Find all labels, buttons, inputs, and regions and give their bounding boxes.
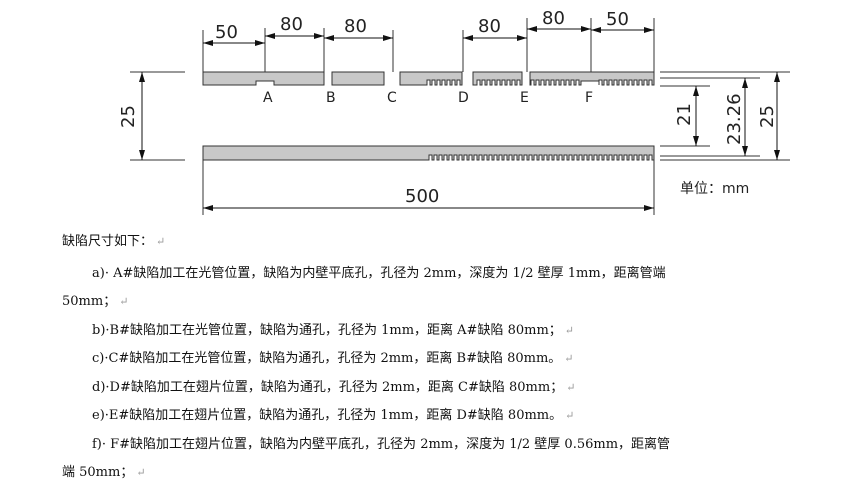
item-a-line2: 50mm；↵ xyxy=(62,294,128,310)
dim-80-ef: 80 xyxy=(542,8,565,29)
section-a xyxy=(202,71,325,86)
defect-label-e: E xyxy=(520,90,529,106)
item-c-text: c)·C#缺陷加工在光管位置，缺陷为通孔，孔径为 2mm，距离 B#缺陷 80m… xyxy=(92,351,562,366)
item-e-text: e)·E#缺陷加工在翅片位置，缺陷为通孔，孔径为 1mm，距离 D#缺陷 80m… xyxy=(92,408,563,423)
paragraph-mark: ↵ xyxy=(564,352,574,365)
item-b-text: b)·B#缺陷加工在光管位置，缺陷为通孔，孔径为 1mm，距离 A#缺陷 80m… xyxy=(92,323,562,338)
dimension-lines xyxy=(130,18,790,215)
item-d: d)·D#缺陷加工在翅片位置，缺陷为通孔，孔径为 2mm，距离 C#缺陷 80m… xyxy=(92,380,575,396)
item-f-line1: f)· F#缺陷加工在翅片位置，缺陷为内壁平底孔，孔径为 2mm，深度为 1/2… xyxy=(92,437,670,453)
defect-label-c: C xyxy=(387,90,397,106)
item-b: b)·B#缺陷加工在光管位置，缺陷为通孔，孔径为 1mm，距离 A#缺陷 80m… xyxy=(92,323,574,339)
item-d-text: d)·D#缺陷加工在翅片位置，缺陷为通孔，孔径为 2mm，距离 C#缺陷 80m… xyxy=(92,380,564,395)
paragraph-mark: ↵ xyxy=(156,235,166,248)
section-e xyxy=(472,71,523,86)
pipe-defect-diagram: 50 80 80 80 80 50 A B C D E F 25 21 23.2… xyxy=(118,8,790,215)
dim-23-26: 23.26 xyxy=(724,93,745,145)
dim-80-bc: 80 xyxy=(344,16,367,37)
dim-50-left: 50 xyxy=(215,22,238,43)
defect-label-f: F xyxy=(585,90,593,106)
unit-label: 单位：mm xyxy=(680,181,749,197)
item-e: e)·E#缺陷加工在翅片位置，缺陷为通孔，孔径为 1mm，距离 D#缺陷 80m… xyxy=(92,408,574,424)
item-a-line1: a)· A#缺陷加工在光管位置，缺陷为内壁平底孔，孔径为 2mm，深度为 1/2… xyxy=(92,266,666,282)
item-a-text: a)· A#缺陷加工在光管位置，缺陷为内壁平底孔，孔径为 2mm，深度为 1/2… xyxy=(92,266,666,281)
defect-label-a: A xyxy=(263,90,273,106)
dim-50-right: 50 xyxy=(606,9,629,30)
item-f-text: f)· F#缺陷加工在翅片位置，缺陷为内壁平底孔，孔径为 2mm，深度为 1/2… xyxy=(92,437,671,452)
paragraph-mark: ↵ xyxy=(136,466,146,479)
pipe-sections xyxy=(202,71,655,161)
defect-label-b: B xyxy=(326,90,336,106)
dim-80-de: 80 xyxy=(478,16,501,37)
dim-80-ab: 80 xyxy=(280,14,303,35)
section-f xyxy=(529,71,655,86)
item-f-line2: 端 50mm；↵ xyxy=(62,465,146,481)
item-c: c)·C#缺陷加工在光管位置，缺陷为通孔，孔径为 2mm，距离 B#缺陷 80m… xyxy=(92,351,574,367)
dim-25-right: 25 xyxy=(757,105,778,128)
paragraph-mark: ↵ xyxy=(119,295,129,308)
item-a-text-cont: 50mm； xyxy=(62,294,117,309)
dim-25-left: 25 xyxy=(118,105,139,128)
paragraph-mark: ↵ xyxy=(564,324,574,337)
item-f-text-cont: 端 50mm； xyxy=(62,465,134,480)
defect-label-d: D xyxy=(458,90,469,106)
section-b xyxy=(331,71,385,86)
paragraph-mark: ↵ xyxy=(566,381,576,394)
dim-21: 21 xyxy=(674,103,695,126)
section-d-left xyxy=(399,71,463,86)
paragraph-mark: ↵ xyxy=(565,409,575,422)
heading-defect-sizes: 缺陷尺寸如下：↵ xyxy=(62,234,165,250)
bottom-section xyxy=(202,145,655,161)
dim-500: 500 xyxy=(405,186,439,207)
heading-text: 缺陷尺寸如下： xyxy=(62,234,154,249)
